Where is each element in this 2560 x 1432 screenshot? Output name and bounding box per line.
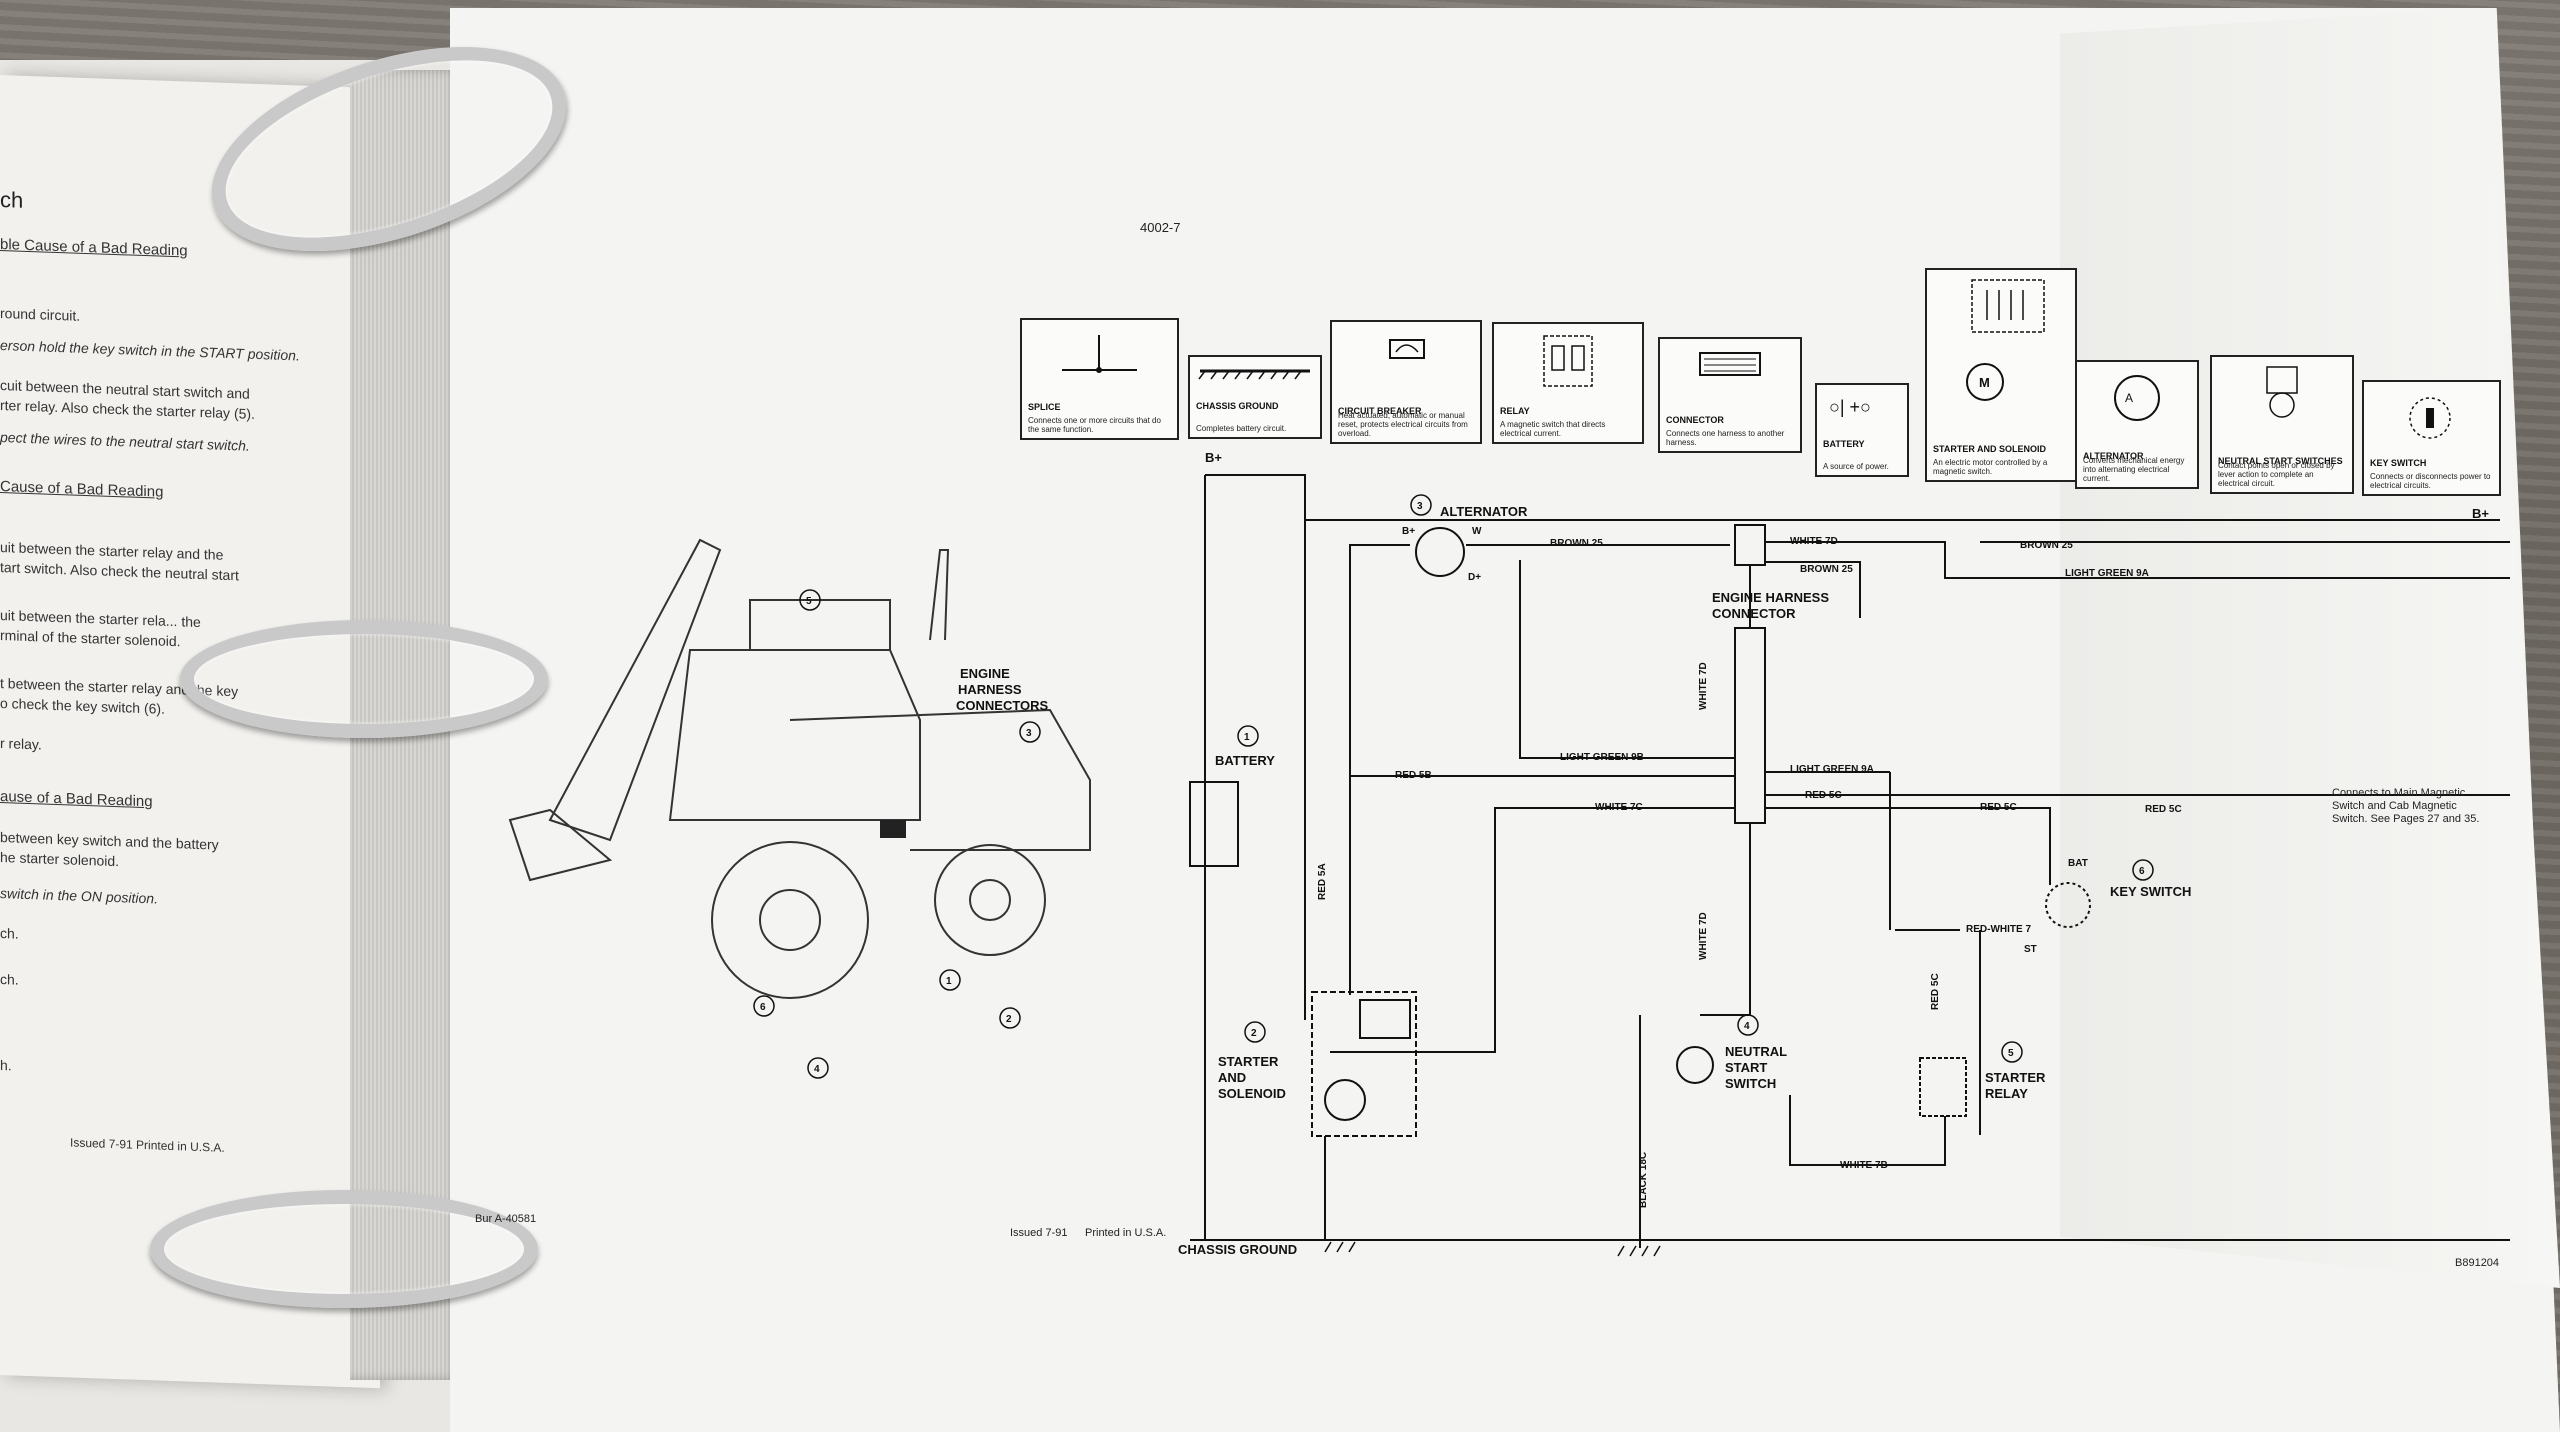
svg-text:○| +○: ○| +○ [1829, 397, 1871, 417]
callout-4: 4 [814, 1064, 820, 1075]
wire-label: RED 5C [1930, 973, 1941, 1010]
wire-label: RED 5C [2145, 804, 2182, 815]
connector-icon [1699, 352, 1761, 376]
alt-terminal-b: B+ [1402, 526, 1415, 537]
wire-label: RED 5A [1317, 863, 1328, 900]
wire-label: LIGHT GREEN 9B [1560, 752, 1644, 763]
legend-desc: An electric motor controlled by a magnet… [1933, 458, 2048, 476]
callout-6: 6 [760, 1002, 766, 1013]
legend-chassis-ground: CHASSIS GROUND Completes battery circuit… [1188, 355, 1322, 439]
starter-solenoid-icon: M [1966, 279, 2045, 401]
legend-starter-solenoid: M STARTER AND SOLENOID An electric motor… [1925, 268, 2077, 482]
sheet-footer-issued: Issued 7-91 [1010, 1227, 1067, 1239]
schematic-callout-5: 5 [2008, 1048, 2014, 1059]
chassis-ground-label: CHASSIS GROUND [1178, 1242, 1297, 1257]
legend-title: CONNECTOR [1666, 415, 1724, 425]
key-st-label: ST [2024, 944, 2037, 955]
alt-terminal-w: W [1472, 526, 1482, 537]
wire-label: WHITE 7D [1790, 536, 1838, 547]
legend-desc: A source of power. [1823, 462, 1889, 471]
figure-id: Bur A-40581 [475, 1213, 536, 1225]
callout-5: 5 [806, 596, 812, 607]
wire-label: RED 5C [1805, 790, 1842, 801]
chassis-ground-icon [1198, 369, 1310, 380]
legend-title: ALTERNATOR [2083, 451, 2144, 461]
legend-circuit-breaker: CIRCUIT BREAKER Heat actuated, automatic… [1330, 320, 1482, 444]
schematic-callout-6: 6 [2139, 866, 2145, 877]
sheet-footer-printed: Printed in U.S.A. [1085, 1227, 1166, 1239]
callout-1: 1 [946, 976, 952, 987]
legend-title: CHASSIS GROUND [1196, 401, 1279, 411]
schematic-callout-4: 4 [1744, 1021, 1750, 1032]
wire-label: WHITE 7D [1698, 662, 1709, 710]
schematic-callout-3: 3 [1417, 501, 1423, 512]
legend-title: STARTER AND SOLENOID [1933, 444, 2047, 454]
wire-label: BLACK 18C [1638, 1152, 1649, 1208]
legend-desc: Connects or disconnects power to electri… [2370, 472, 2491, 490]
wire-label: WHITE 7D [1698, 912, 1709, 960]
legend-desc: Connects one or more circuits that do th… [1028, 416, 1161, 434]
legend-desc: Completes battery circuit. [1196, 424, 1287, 433]
wire-label: RED-WHITE 7 [1966, 924, 2031, 935]
b-plus-right: B+ [2472, 506, 2489, 521]
legend-desc: Contact points open or closed by lever a… [2218, 461, 2335, 488]
legend-desc: Converts mechanical energy into alternat… [2083, 456, 2185, 483]
legend-title: BATTERY [1823, 439, 1865, 449]
battery-label: BATTERY [1215, 753, 1275, 768]
wire-label: BROWN 25 [1550, 538, 1603, 549]
schematic-callout-2: 2 [1251, 1028, 1257, 1039]
legend-desc: Heat actuated, automatic or manual reset… [1338, 411, 1468, 438]
legend-battery: ○| +○ BATTERY A source of power. [1815, 383, 1909, 477]
callout-2: 2 [1006, 1014, 1012, 1025]
key-switch-label: KEY SWITCH [2110, 884, 2191, 899]
wire-label: LIGHT GREEN 9A [1790, 764, 1874, 775]
legend-desc: A magnetic switch that directs electrica… [1500, 420, 1606, 438]
alternator-icon: A [2114, 375, 2160, 421]
key-bat-label: BAT [2068, 858, 2088, 869]
relay-icon [1543, 335, 1593, 387]
legend-title: SPLICE [1028, 402, 1061, 412]
legend-title: RELAY [1500, 406, 1530, 416]
splice-icon [1062, 335, 1137, 373]
legend-title: KEY SWITCH [2370, 458, 2427, 468]
legend-neutral-start-switches: NEUTRAL START SWITCHES Contact points op… [2210, 355, 2354, 494]
wire-label: RED 5B [1395, 770, 1432, 781]
legend-alternator: A ALTERNATOR Converts mechanical energy … [2075, 360, 2199, 489]
legend-connector: CONNECTOR Connects one harness to anothe… [1658, 337, 1802, 453]
neutral-switch-icon [2266, 366, 2298, 418]
page-number: 4002-7 [1140, 220, 1181, 235]
legend-key-switch: KEY SWITCH Connects or disconnects power… [2362, 380, 2501, 496]
wire-label: WHITE 7C [1595, 802, 1643, 813]
alt-terminal-d: D+ [1468, 572, 1481, 583]
b-plus-left: B+ [1205, 450, 1222, 465]
foldout-flap [2060, 8, 2560, 1288]
svg-text:A: A [2125, 391, 2133, 405]
key-switch-icon [2409, 397, 2451, 439]
wire-label: BROWN 25 [2020, 540, 2073, 551]
wire-label: WHITE 7B [1840, 1160, 1888, 1171]
legend-desc: Connects one harness to another harness. [1666, 429, 1785, 447]
battery-icon: ○| +○ [1829, 397, 1871, 417]
svg-text:M: M [1979, 375, 1990, 390]
circuit-breaker-icon [1389, 339, 1425, 359]
alternator-label: ALTERNATOR [1440, 504, 1528, 519]
callout-3: 3 [1026, 728, 1032, 739]
wire-label: BROWN 25 [1800, 564, 1853, 575]
drawing-number: B891204 [2455, 1257, 2499, 1269]
wire-label: RED 5C [1980, 802, 2017, 813]
wire-label: LIGHT GREEN 9A [2065, 568, 2149, 579]
legend-title: NEUTRAL START SWITCHES [2218, 456, 2343, 466]
legend-splice: SPLICE Connects one or more circuits tha… [1020, 318, 1179, 440]
legend-title: CIRCUIT BREAKER [1338, 406, 1422, 416]
schematic-callout-1: 1 [1244, 732, 1250, 743]
legend-relay: RELAY A magnetic switch that directs ele… [1492, 322, 1644, 444]
